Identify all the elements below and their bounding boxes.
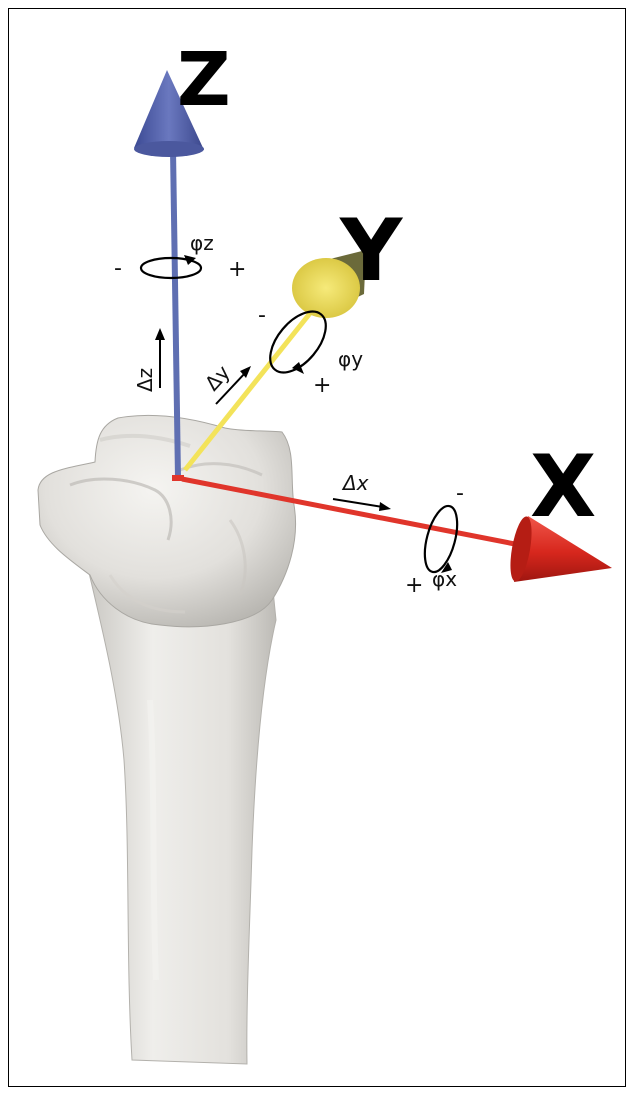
x-translation-label: Δx [341,471,369,495]
origin-marker [172,475,184,481]
y-axis: Y φy - + Δy [185,201,404,470]
z-rotation-plus: + [228,257,246,282]
z-rotation-arrow [141,255,201,278]
x-rotation-label: φx [432,567,457,591]
y-axis-label: Y [339,201,404,301]
z-translation-label: Δz [133,368,157,392]
y-rotation-label: φy [338,347,363,371]
x-rotation-plus: + [405,573,423,598]
x-rotation-arrow [419,503,464,576]
y-rotation-plus: + [313,373,331,398]
z-rotation-minus: - [114,256,122,281]
y-rotation-minus: - [258,303,266,328]
z-axis: Z φz - + Δz [114,37,246,478]
x-axis-label: X [530,437,596,537]
x-rotation-minus: - [456,481,464,506]
z-axis-label: Z [177,37,231,123]
z-rotation-label: φz [190,231,214,255]
bone-model [38,415,296,1064]
bone-shaft [86,560,276,1064]
bone-head [38,415,296,626]
